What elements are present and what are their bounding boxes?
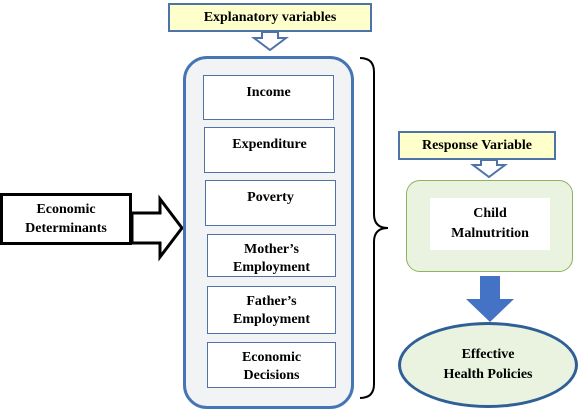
child-malnutrition-box: Child Malnutrition [430,198,550,250]
economic-determinants-box: Economic Determinants [0,193,132,245]
explanatory-variables-text: Explanatory variables [203,9,337,25]
variable-mothers-employment-line2: Employment [233,260,310,275]
variable-mothers-employment-line1: Mother’s [244,242,299,257]
policy-down-arrow [466,276,514,322]
explanatory-down-arrow [251,31,289,52]
economic-determinants-line2: Determinants [25,221,107,236]
variable-poverty: Poverty [205,180,336,226]
variable-economic-decisions-line1: Economic [241,350,302,365]
response-down-arrow [470,159,508,179]
variable-poverty-label: Poverty [247,190,294,205]
variable-income: Income [203,75,334,120]
child-malnutrition-line1: Child [473,206,507,221]
response-variable-text: Response Variable [421,137,533,153]
effective-health-policies-ellipse: Effective Health Policies [398,322,578,408]
right-brace [359,57,389,399]
response-variable-label: Response Variable [398,131,556,160]
effective-health-policies-line2: Health Policies [443,367,533,382]
determinants-right-arrow [130,194,184,262]
variable-mothers-employment: Mother’s Employment [207,234,336,277]
variable-expenditure: Expenditure [204,127,335,173]
variable-economic-decisions-line2: Decisions [243,368,300,383]
explanatory-variables-label: Explanatory variables [168,3,372,32]
variable-income-label: Income [246,85,291,100]
variable-fathers-employment-line1: Father’s [246,294,297,309]
variable-fathers-employment-line2: Employment [233,312,310,327]
variable-expenditure-label: Expenditure [232,137,307,152]
variable-economic-decisions: Economic Decisions [207,342,336,388]
effective-health-policies-line1: Effective [461,347,515,362]
variable-fathers-employment: Father’s Employment [207,286,336,334]
child-malnutrition-line2: Malnutrition [451,226,529,241]
economic-determinants-line1: Economic [36,202,96,217]
